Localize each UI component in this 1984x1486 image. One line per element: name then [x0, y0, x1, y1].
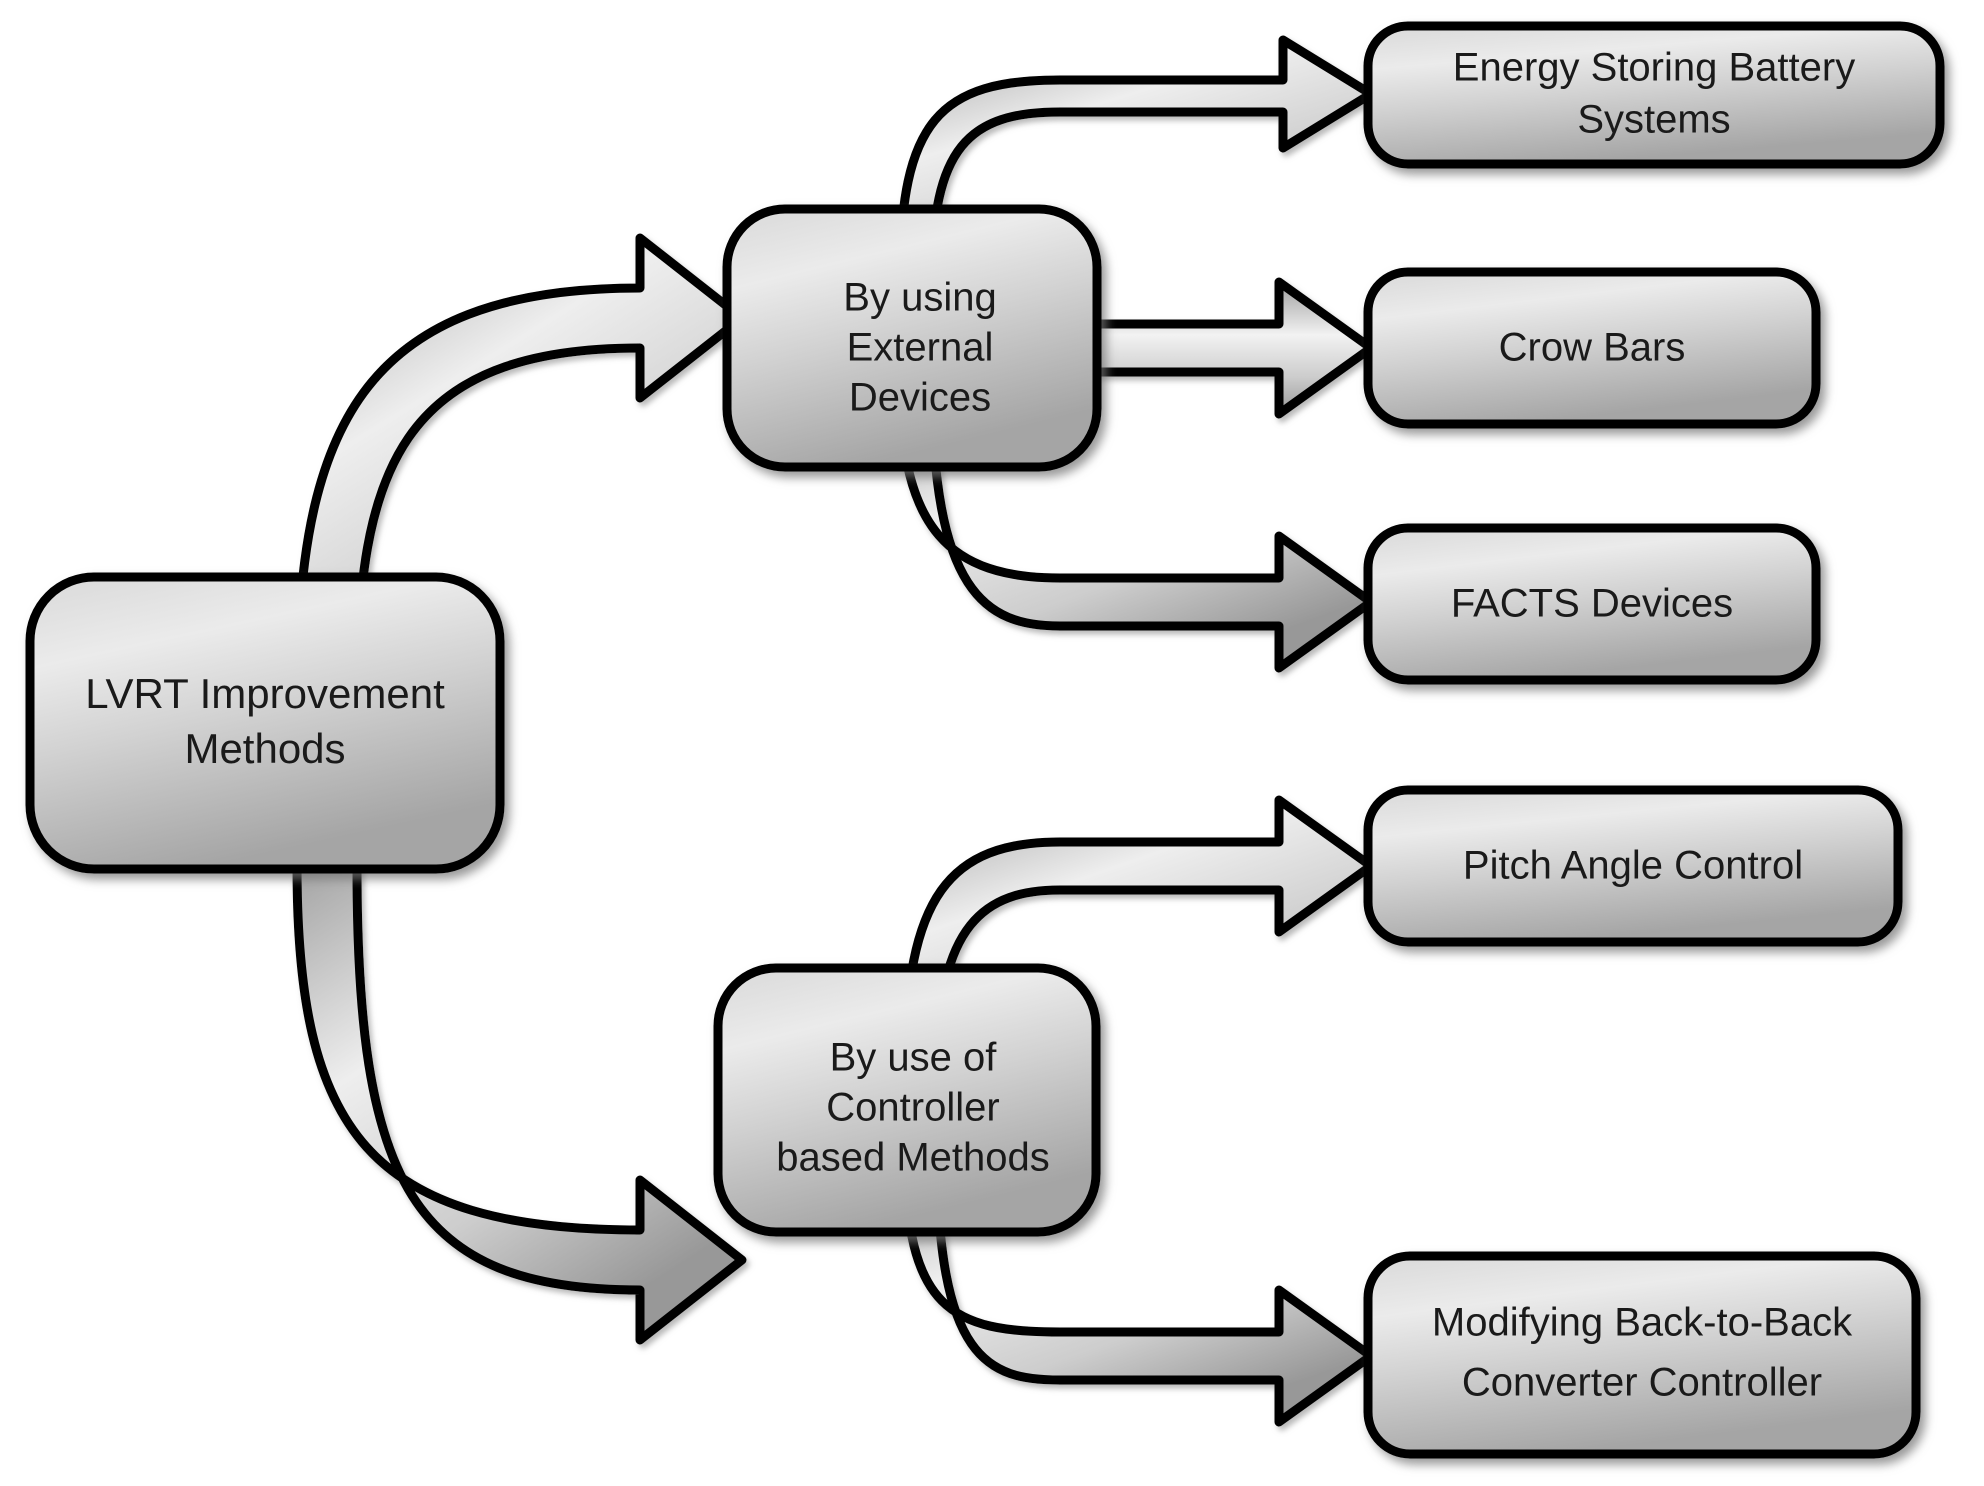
- node-modifying-back-to-back-converter-controller-line-1: Modifying Back-to-Back: [1432, 1301, 1853, 1345]
- node-facts-devices-shape[interactable]: [1363, 523, 1821, 685]
- node-by-using-external-devices-line-2: External: [847, 326, 994, 370]
- node-facts-devices-label: FACTS Devices: [1451, 582, 1733, 626]
- node-by-using-external-devices-line-1: By using: [843, 276, 996, 320]
- node-lvrt-improvement-methods-line-1: LVRT Improvement: [85, 670, 445, 717]
- connector-external-devices-to-battery: [895, 35, 1376, 285]
- node-by-use-of-controller-based-methods-line-1: By use of: [830, 1036, 998, 1080]
- node-crow-bars-shape[interactable]: [1363, 267, 1821, 429]
- node-by-use-of-controller-based-methods-shape[interactable]: [713, 963, 1101, 1237]
- node-energy-storing-battery-systems-line-1: Energy Storing Battery: [1453, 46, 1855, 90]
- node-by-using-external-devices-line-3: Devices: [849, 376, 991, 420]
- node-lvrt-improvement-methods-shape[interactable]: [25, 572, 505, 874]
- node-by-using-external-devices[interactable]: By using External Devices: [722, 204, 1102, 472]
- node-pitch-angle-control[interactable]: Pitch Angle Control: [1363, 785, 1903, 947]
- node-facts-devices[interactable]: FACTS Devices: [1363, 523, 1821, 685]
- node-energy-storing-battery-systems-line-2: Systems: [1577, 98, 1730, 142]
- connector-root-to-external-devices: [292, 233, 747, 705]
- node-by-use-of-controller-based-methods-line-2: Controller: [826, 1086, 999, 1130]
- node-energy-storing-battery-systems[interactable]: Energy Storing Battery Systems: [1363, 21, 1945, 169]
- connector-root-to-controller-methods: [292, 861, 747, 1345]
- node-by-use-of-controller-based-methods-line-3: based Methods: [776, 1136, 1050, 1180]
- connector-controller-methods-to-pitch-angle: [900, 795, 1376, 1075]
- node-lvrt-improvement-methods[interactable]: LVRT Improvement Methods: [25, 572, 505, 874]
- node-pitch-angle-control-label: Pitch Angle Control: [1463, 844, 1803, 888]
- node-by-use-of-controller-based-methods[interactable]: By use of Controller based Methods: [713, 963, 1101, 1237]
- node-lvrt-improvement-methods-line-2: Methods: [184, 725, 345, 772]
- node-crow-bars-label: Crow Bars: [1499, 326, 1686, 370]
- node-by-using-external-devices-shape[interactable]: [722, 204, 1102, 472]
- node-pitch-angle-control-shape[interactable]: [1363, 785, 1903, 947]
- node-modifying-back-to-back-converter-controller-shape[interactable]: [1363, 1251, 1921, 1459]
- node-crow-bars[interactable]: Crow Bars: [1363, 267, 1821, 429]
- connector-controller-methods-to-back-to-back: [900, 1145, 1376, 1427]
- connector-external-devices-to-crow-bars: [1085, 277, 1376, 419]
- node-energy-storing-battery-systems-shape[interactable]: [1363, 21, 1945, 169]
- connector-external-devices-to-facts: [895, 375, 1376, 673]
- node-modifying-back-to-back-converter-controller[interactable]: Modifying Back-to-Back Converter Control…: [1363, 1251, 1921, 1459]
- node-modifying-back-to-back-converter-controller-line-2: Converter Controller: [1462, 1361, 1822, 1405]
